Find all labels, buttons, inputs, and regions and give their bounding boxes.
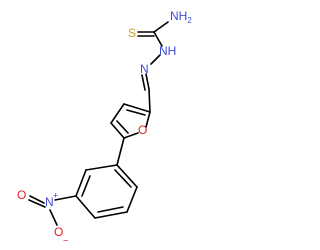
amine-text: NH2 bbox=[170, 9, 192, 25]
bond-ph-c4-c5 bbox=[94, 211, 128, 219]
bond-ph-nitro bbox=[54, 195, 77, 201]
bond-furan-c2-c3-inner bbox=[116, 120, 129, 134]
bond-furan-c2-c3 bbox=[110, 122, 125, 139]
bond-ph-c2-c3-inner bbox=[81, 175, 91, 197]
bond-nh-n bbox=[150, 54, 161, 65]
bond-furan-c3-c4 bbox=[110, 103, 125, 124]
sulfur-label: S bbox=[128, 26, 136, 40]
bonds bbox=[28, 21, 169, 226]
bond-ph-c3-c4 bbox=[75, 195, 96, 219]
nitro-o-minus-charge: − bbox=[63, 235, 68, 245]
nitro-n-charge: + bbox=[53, 190, 58, 200]
bond-furan-c4-c5 bbox=[123, 103, 151, 113]
bond-ph-c2-c3 bbox=[75, 169, 87, 197]
hydrazine-nh-label: NH bbox=[159, 44, 176, 58]
molecule-structure-diagram: NH2 S NH N O N + O O − bbox=[17, 9, 192, 245]
bond-c-nh bbox=[153, 31, 163, 47]
bond-furan-phenyl bbox=[116, 137, 125, 166]
bond-furan-c4-c5-inner bbox=[126, 109, 146, 116]
nitro-o-double-label: O bbox=[17, 188, 26, 202]
imine-n-label: N bbox=[140, 62, 149, 76]
bond-n-ch-double-1 bbox=[145, 73, 150, 90]
furan-o-label: O bbox=[138, 123, 147, 137]
amine-text-main: NH bbox=[170, 9, 187, 23]
bond-n-ch-double-2 bbox=[141, 74, 146, 91]
bond-ph-c4-c5-inner bbox=[97, 206, 124, 213]
bond-nitro-o-minus bbox=[49, 209, 58, 226]
atom-labels: NH2 S NH N O N + O O − bbox=[17, 9, 192, 245]
bond-furan-o-c2 bbox=[123, 132, 139, 139]
bond-ph-c6-c1-inner bbox=[114, 169, 132, 188]
bond-nitro-o-double-1 bbox=[29, 195, 45, 204]
nitro-n-label: N bbox=[45, 195, 54, 209]
bond-c-nh2 bbox=[153, 21, 169, 33]
bond-ph-c5-c6 bbox=[126, 186, 138, 213]
bond-ph-c1-c2 bbox=[85, 164, 118, 171]
bond-nitro-o-double-2 bbox=[28, 199, 46, 208]
bond-furan-c5-o bbox=[145, 111, 151, 128]
amine-label: NH2 bbox=[170, 9, 192, 25]
bond-ph-c6-c1 bbox=[116, 164, 138, 188]
bond-ch-furan bbox=[148, 88, 151, 113]
nitro-o-minus-label: O bbox=[54, 225, 63, 239]
amine-text-subscript: 2 bbox=[187, 16, 192, 25]
